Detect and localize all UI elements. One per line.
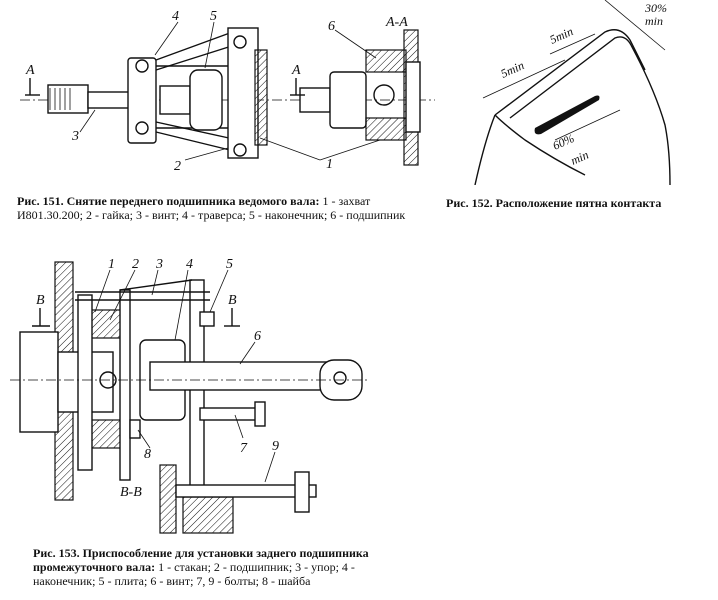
figure-151-caption: Рис. 151. Снятие переднего подшипника ве… xyxy=(17,194,417,222)
fig153-callout-3: 3 xyxy=(155,257,163,272)
fig152-label-top: 30% xyxy=(644,1,667,15)
fig152-label-60-unit: min xyxy=(569,148,591,168)
figure-152-drawing: 5min 5min 30% min 60% min xyxy=(455,0,715,185)
fig153-section-label-left: В xyxy=(36,293,45,308)
fig152-caption-title: Рис. 152. Расположение пятна контакта xyxy=(446,196,662,210)
fig153-callout-6: 6 xyxy=(254,329,261,344)
fig153-section-label-right: В xyxy=(228,293,237,308)
fig151-callout-4: 4 xyxy=(172,9,179,24)
fig151-callout-1: 1 xyxy=(326,157,333,172)
fig153-section-view-label: В-В xyxy=(120,485,142,500)
fig153-callout-7: 7 xyxy=(240,441,248,456)
fig151-cut-label-left: А xyxy=(25,63,35,78)
fig152-label-top-unit: min xyxy=(645,14,663,28)
fig151-cut-label-right: А xyxy=(291,63,301,78)
fig153-caption-title: Рис. 153. Приспособление для установки з… xyxy=(33,546,369,574)
fig152-label-60: 60% xyxy=(551,131,577,153)
fig151-callout-5: 5 xyxy=(210,9,217,24)
fig153-callout-8: 8 xyxy=(144,447,151,462)
fig153-callout-5: 5 xyxy=(226,257,233,272)
figure-152-caption: Рис. 152. Расположение пятна контакта xyxy=(446,196,706,210)
figure-151-drawing: 4 5 3 2 6 1 А-А А А xyxy=(0,0,440,185)
fig153-callout-2: 2 xyxy=(132,257,139,272)
fig151-callout-2: 2 xyxy=(174,159,181,174)
fig151-callout-3: 3 xyxy=(71,129,79,144)
fig151-caption-title: Рис. 151. Снятие переднего подшипника ве… xyxy=(17,194,320,208)
fig153-callout-4: 4 xyxy=(186,257,193,272)
fig153-callout-1: 1 xyxy=(108,257,115,272)
figure-153-caption: Рис. 153. Приспособление для установки з… xyxy=(33,546,378,588)
fig151-caption-body: 1 - захват И801.30.200; 2 - гайка; 3 - в… xyxy=(17,194,406,222)
fig152-label-5min-b: 5min xyxy=(548,24,576,47)
fig153-caption-body: 1 - стакан; 2 - подшипник; 3 - упор; 4 -… xyxy=(33,560,355,588)
fig153-callout-9: 9 xyxy=(272,439,279,454)
fig151-callout-6: 6 xyxy=(328,19,335,34)
fig151-section-label: А-А xyxy=(385,15,408,30)
fig152-label-5min-a: 5min xyxy=(499,58,527,81)
figure-153-drawing: 1 2 3 4 5 6 7 8 9 В В В-В xyxy=(0,250,380,540)
